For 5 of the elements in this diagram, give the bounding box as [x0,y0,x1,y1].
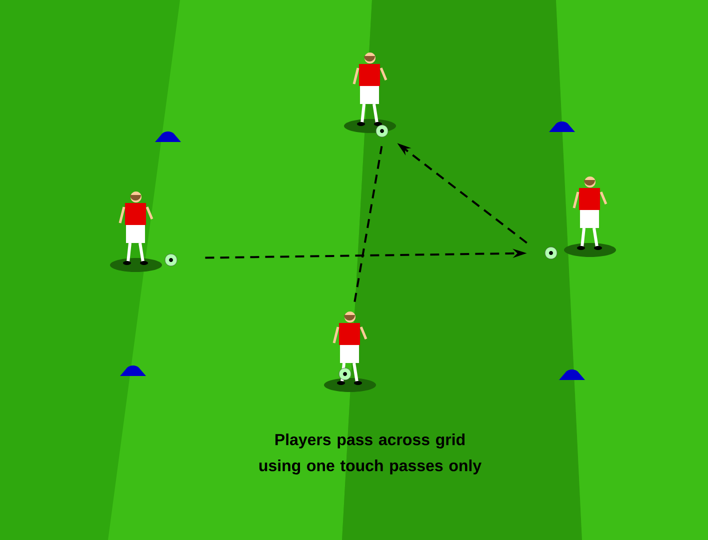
player-drawing [324,312,376,392]
player-drawing [110,192,178,272]
player-drawing [544,176,616,260]
player-drawing [344,52,396,138]
caption: Players pass across grid using one touch passes only [259,434,482,474]
